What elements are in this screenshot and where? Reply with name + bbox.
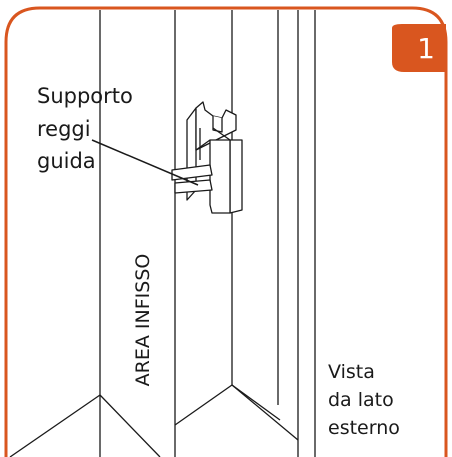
callout-line-3: guida [37,149,96,173]
step-badge: 1 [392,24,446,72]
callout-label: Supporto reggi guida [37,84,140,173]
step-badge-number: 1 [417,32,435,65]
view-note: Vista da lato esterno [328,361,400,439]
vertical-area-label: AREA INFISSO [132,254,154,387]
callout-line-1: Supporto [37,84,133,108]
support-bracket [171,101,243,214]
view-note-line-2: da lato [328,389,394,411]
step-badge-shape [392,24,446,72]
view-note-line-1: Vista [328,361,375,383]
callout-line-2: reggi [37,117,91,141]
window-frame-drawing [9,10,316,457]
callout-leader-line [91,139,199,186]
view-note-line-3: esterno [328,417,400,439]
